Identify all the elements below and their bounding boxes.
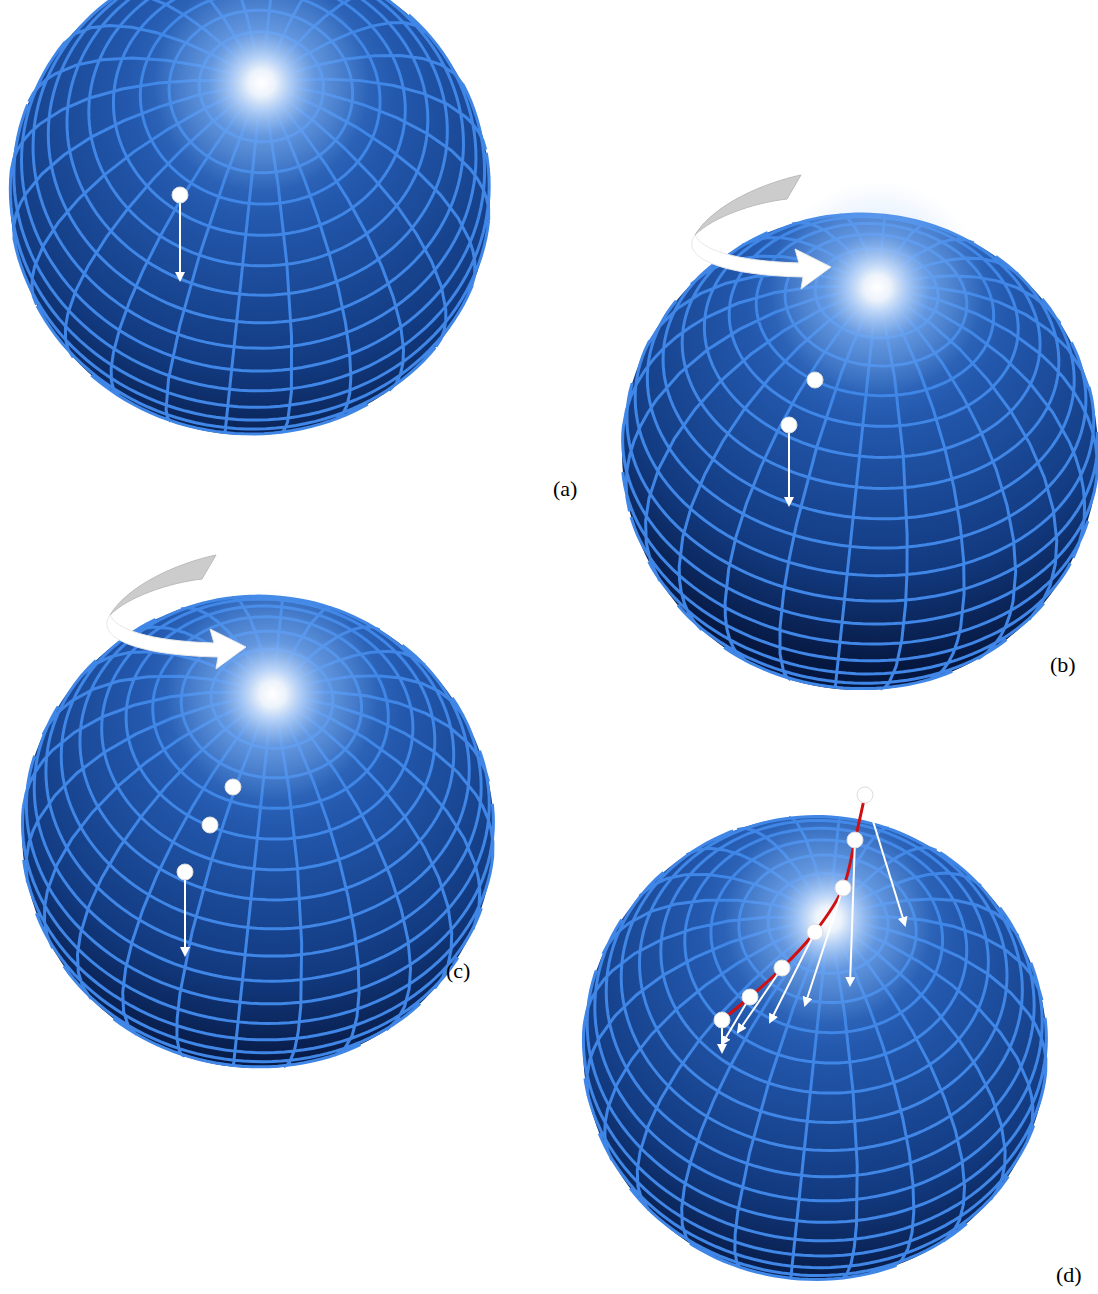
particle-dot (742, 989, 758, 1005)
panel-label: (d) (1056, 1262, 1082, 1288)
velocity-arrow (738, 968, 782, 1032)
particle-dot (202, 817, 218, 833)
particle-dot (847, 832, 863, 848)
rotation-arrow (692, 175, 831, 289)
globe (10, 0, 490, 435)
globe (583, 815, 1047, 1280)
particle-dot (781, 417, 797, 433)
particle-dot (857, 787, 873, 803)
velocity-arrow (179, 203, 181, 280)
velocity-arrow (805, 888, 843, 1005)
velocity-arrow (788, 433, 790, 505)
globe (22, 588, 494, 1068)
globe-grid (10, 0, 489, 434)
particle-dot (177, 864, 193, 880)
trajectory-curve (722, 795, 865, 1020)
globe (622, 180, 1098, 690)
particle-dot (225, 779, 241, 795)
panel-label: (c) (446, 958, 470, 984)
velocity-arrow (184, 880, 186, 955)
particle-dot (172, 187, 188, 203)
particle-dot (714, 1012, 730, 1028)
pole-glow (166, 588, 378, 800)
globe-body (10, 0, 490, 435)
pole-glow (154, 0, 370, 191)
velocity-arrow (850, 840, 855, 985)
particle-dot (774, 960, 790, 976)
panel-label: (b) (1050, 652, 1076, 678)
particle-dot (835, 880, 851, 896)
particle-dot (807, 372, 823, 388)
particle-dot (807, 924, 823, 940)
velocity-arrow (865, 795, 905, 925)
panel-label: (a) (553, 476, 577, 502)
rotation-arrow (107, 555, 246, 669)
pole-glow (724, 815, 933, 1024)
